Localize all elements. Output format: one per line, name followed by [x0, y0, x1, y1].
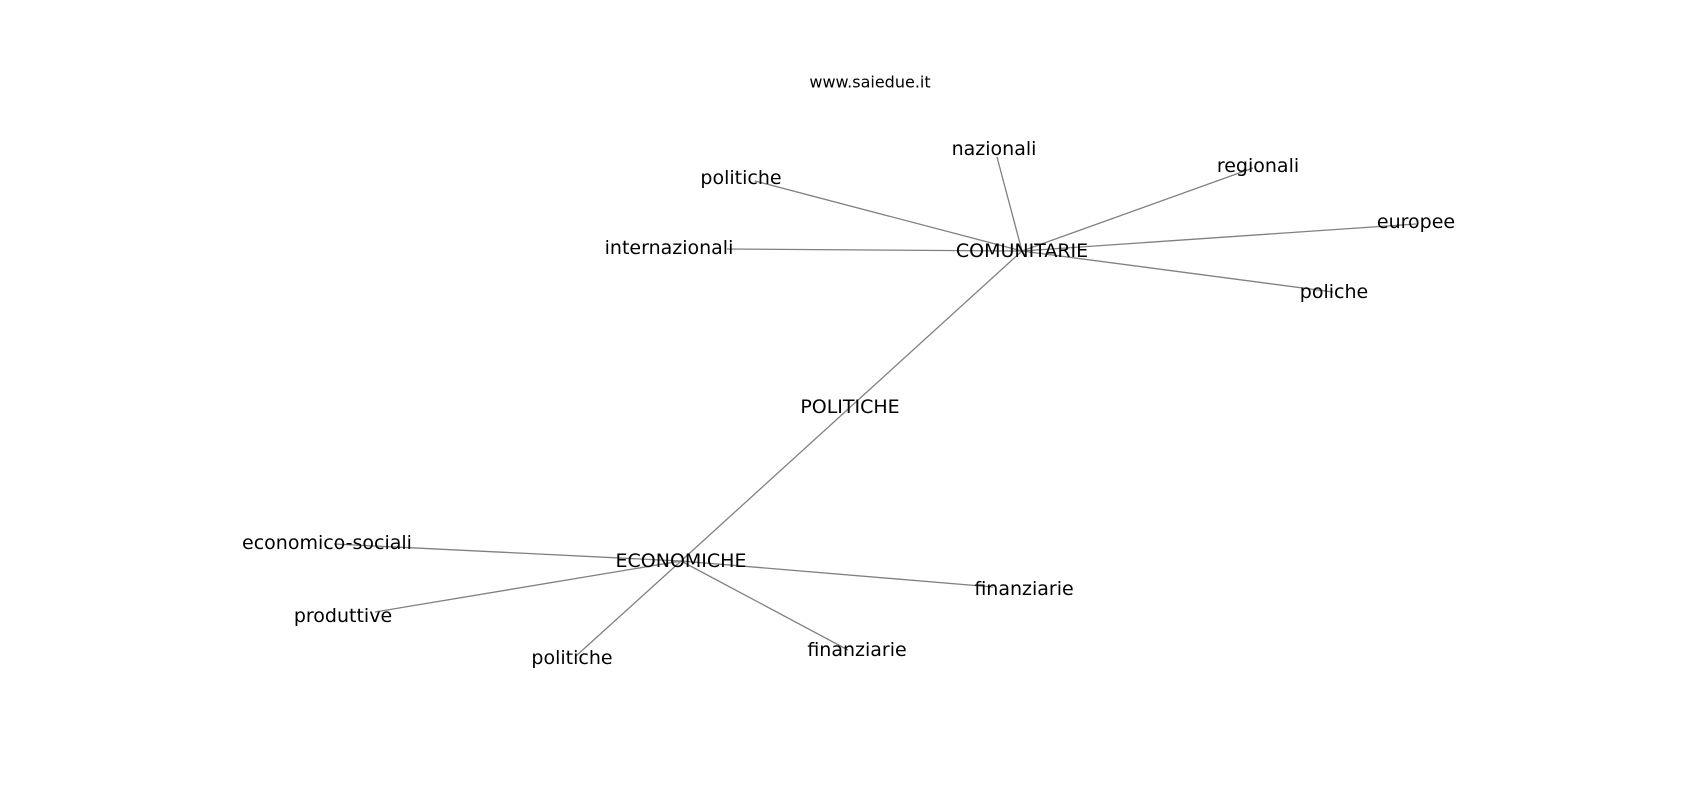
- edge-comunitarie-poliche: [1021, 250, 1334, 293]
- node-label-nazionali: nazionali: [952, 138, 1037, 160]
- node-label-politiche-e: politiche: [531, 647, 612, 669]
- node-label-politiche-c: politiche: [700, 167, 781, 189]
- node-label-internazionali: internazionali: [605, 237, 734, 259]
- edge-comunitarie-nazionali: [996, 156, 1023, 252]
- edge-economiche-finanziarie_1: [680, 560, 994, 588]
- node-label-comunitarie: COMUNITARIE: [956, 240, 1088, 262]
- edge-economiche-economico_sociali: [333, 543, 682, 562]
- watermark-text: www.saiedue.it: [809, 73, 930, 92]
- nodes-layer: POLITICHE COMUNITARIE ECONOMICHE nazionali p…: [242, 138, 1455, 669]
- node-label-regionali: regionali: [1217, 155, 1299, 177]
- edge-comunitarie-europee: [1021, 223, 1417, 252]
- node-label-europee: europee: [1377, 211, 1455, 233]
- edge-comunitarie-regionali: [1021, 167, 1254, 252]
- node-label-produttive: produttive: [294, 605, 392, 627]
- node-label-finanziarie-1: finanziarie: [974, 578, 1073, 600]
- node-label-economiche: ECONOMICHE: [616, 550, 747, 572]
- node-label-finanziarie-2: finanziarie: [807, 639, 906, 661]
- edge-comunitarie-economiche: [680, 250, 1023, 562]
- node-label-poliche: poliche: [1300, 281, 1368, 303]
- edge-comunitarie-politiche_c: [754, 180, 1023, 252]
- edge-economiche-finanziarie_2: [680, 560, 849, 651]
- edge-economiche-politiche_e: [575, 560, 682, 657]
- node-label-economico-sociali: economico-sociali: [242, 532, 412, 554]
- edge-comunitarie-internazionali: [726, 248, 1023, 252]
- node-label-politiche-root: POLITICHE: [800, 396, 899, 418]
- edges-layer: [333, 156, 1417, 657]
- edge-economiche-produttive: [374, 560, 682, 613]
